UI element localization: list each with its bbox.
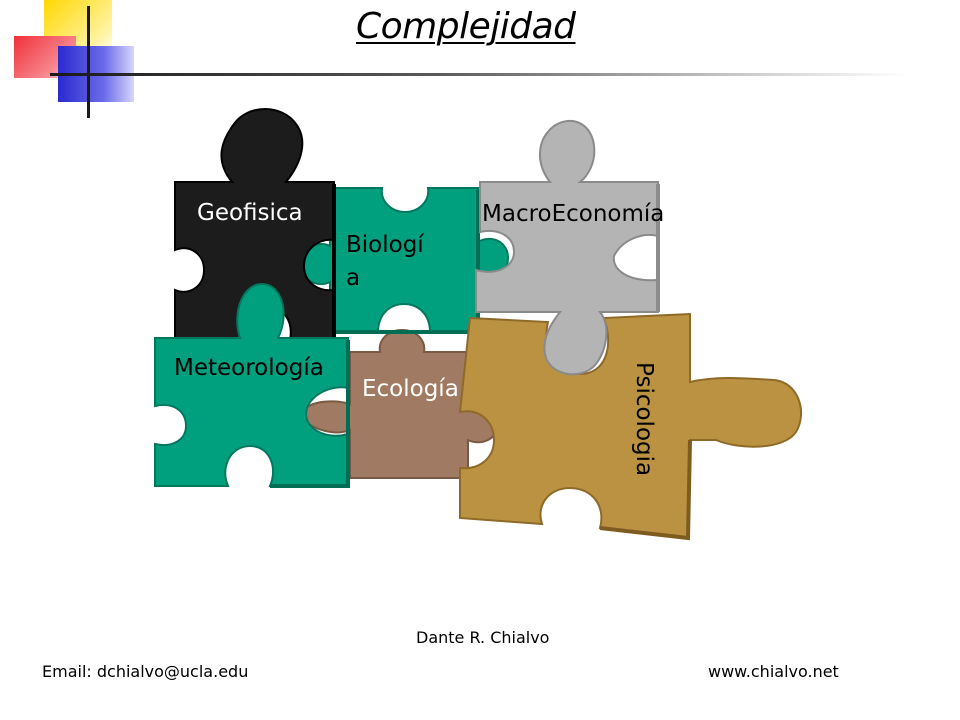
label-meteorologia: Meteorología (174, 355, 324, 381)
contact-email[interactable]: Email: dchialvo@ucla.edu (42, 662, 249, 681)
puzzle-piece-macroeconomia: MacroEconomía (475, 119, 664, 376)
puzzle-piece-meteorologia: Meteorología (154, 282, 350, 488)
decor-horizontal-line (50, 73, 910, 76)
puzzle-piece-psicologia: Psicologia (458, 312, 802, 541)
slide-title: Complejidad (356, 6, 576, 47)
label-macroeconomia: MacroEconomía (482, 201, 664, 227)
website-link[interactable]: www.chialvo.net (708, 662, 839, 681)
author-name: Dante R. Chialvo (416, 628, 550, 647)
decor-vertical-line (87, 6, 90, 118)
label-ecologia: Ecología (362, 376, 459, 402)
label-geofisica: Geofisica (197, 200, 303, 226)
puzzle-piece-geofisica: Geofisica (174, 108, 336, 342)
label-psicologia: Psicologia (631, 362, 657, 476)
label-biologia-line1: Biologí (346, 232, 424, 258)
label-biologia-line2: a (346, 265, 360, 291)
